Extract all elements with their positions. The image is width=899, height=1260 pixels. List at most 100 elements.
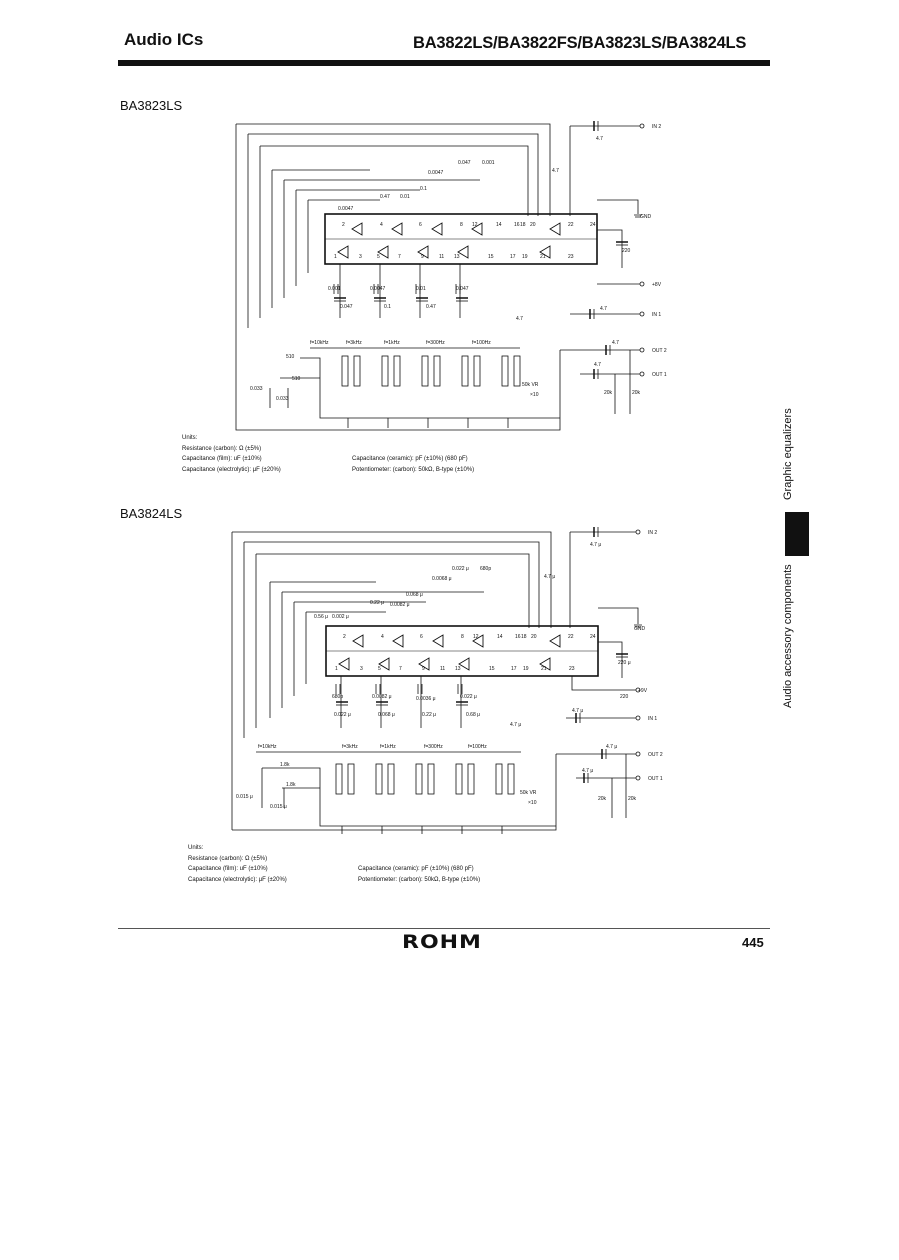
svg-text:18: 18: [520, 222, 526, 228]
units-notes-ba3823ls: Units: Resistance (carbon): Ω (±5%) Capa…: [182, 433, 474, 475]
label-c-b1: 680p: [332, 694, 343, 700]
label-c-b5: 0.022 μ: [334, 712, 351, 718]
label-c-in1: 4.7 μ: [572, 708, 583, 714]
label-r1: 1.8k: [280, 762, 290, 768]
units-capacitance-electrolytic: Capacitance (electrolytic): μF (±20%): [182, 466, 281, 473]
label-c-b8: 0.68 μ: [466, 712, 480, 718]
label-vr-count: ×10: [528, 800, 537, 806]
side-label-audio-accessory: Audio accessory components: [782, 564, 794, 708]
label-r1: 510: [286, 354, 295, 360]
label-out1: OUT 1: [648, 776, 663, 782]
svg-text:16: 16: [514, 222, 520, 228]
side-label-graphic-equalizers: Graphic equalizers: [782, 408, 794, 500]
label-c-b2: 0.0082 μ: [372, 694, 392, 700]
svg-text:22: 22: [568, 634, 574, 640]
svg-text:22: 22: [568, 222, 574, 228]
svg-text:4: 4: [380, 222, 383, 228]
label-c-out1: 4.7: [594, 362, 601, 368]
section-title-ba3823ls: BA3823LS: [120, 98, 183, 113]
units-notes-ba3824ls: Units: Resistance (carbon): Ω (±5%) Capa…: [188, 843, 480, 885]
svg-text:20: 20: [531, 634, 537, 640]
svg-text:8: 8: [461, 634, 464, 640]
label-c-top3: 0.0047: [428, 170, 444, 176]
units-resistance: Resistance (carbon): Ω (±5%): [188, 855, 268, 862]
label-c-top2: 680p: [480, 566, 491, 572]
rohm-logo: ROHM: [402, 931, 482, 954]
label-c-b6: 0.068 μ: [378, 712, 395, 718]
svg-text:14: 14: [496, 222, 502, 228]
label-c-out2: 4.7: [612, 340, 619, 346]
svg-text:7: 7: [399, 666, 402, 672]
label-c-b8: 4.7: [516, 316, 523, 322]
label-c-top5: 0.22 μ: [370, 600, 384, 606]
units-capacitance-ceramic: Capacitance (ceramic): pF (±10%) (680 pF…: [358, 866, 474, 872]
label-c-l1: 0.015 μ: [236, 794, 253, 800]
svg-text:16: 16: [515, 634, 521, 640]
label-f4: f=300Hz: [424, 744, 443, 750]
svg-text:19: 19: [523, 666, 529, 672]
svg-text:1: 1: [334, 254, 337, 260]
svg-text:3: 3: [360, 666, 363, 672]
units-capacitance-ceramic: Capacitance (ceramic): pF (±10%) (680 pF…: [352, 456, 468, 462]
svg-text:6: 6: [419, 222, 422, 228]
label-c-out2: 4.7 μ: [606, 744, 617, 750]
label-c-b6: 0.1: [384, 304, 391, 310]
label-c-b1: 0.001: [328, 286, 341, 292]
svg-text:14: 14: [497, 634, 503, 640]
label-c-b5: 0.047: [340, 304, 353, 310]
svg-text:19: 19: [522, 254, 528, 260]
label-vr-count: ×10: [530, 392, 539, 398]
svg-text:23: 23: [568, 254, 574, 260]
svg-text:15: 15: [489, 666, 495, 672]
label-c-top4: 0.068 μ: [406, 592, 423, 598]
label-c-top1: 0.022 μ: [452, 566, 469, 572]
svg-text:24: 24: [590, 222, 596, 228]
svg-text:21: 21: [541, 666, 547, 672]
svg-text:11: 11: [440, 666, 445, 672]
footer-rule: [118, 928, 770, 929]
svg-text:1: 1: [335, 666, 338, 672]
label-c-top7: 0.56 μ: [314, 614, 328, 620]
label-vcc: +8V: [652, 282, 662, 288]
svg-text:24: 24: [590, 634, 596, 640]
svg-text:4: 4: [381, 634, 384, 640]
label-c-side: 4.7 μ: [544, 574, 555, 580]
units-heading: Units:: [182, 435, 198, 441]
header-rule: [118, 60, 770, 66]
svg-text:18: 18: [521, 634, 527, 640]
svg-text:12: 12: [472, 222, 478, 228]
label-c-top3: 0.0068 μ: [432, 576, 452, 582]
units-resistance: Resistance (carbon): Ω (±5%): [182, 445, 262, 452]
label-f5: f=100Hz: [468, 744, 487, 750]
label-in2: IN 2: [652, 124, 661, 130]
label-c-in2: 4.7 μ: [590, 542, 601, 548]
label-r-out1: 20k: [604, 390, 613, 396]
label-f1: f=10kHz: [258, 744, 277, 750]
label-f2: f=3kHz: [342, 744, 358, 750]
label-r-out2: 20k: [628, 796, 637, 802]
label-vr: 50k VR: [520, 790, 537, 796]
label-c-b7: 0.22 μ: [422, 712, 436, 718]
label-f3: f=1kHz: [380, 744, 396, 750]
label-c-top6: 0.0082 μ: [390, 602, 410, 608]
label-c-b3: 0.0036 μ: [416, 696, 436, 702]
svg-text:6: 6: [420, 634, 423, 640]
svg-text:15: 15: [488, 254, 494, 260]
label-c-top7: 0.0047: [338, 206, 354, 212]
label-in2: IN 2: [648, 530, 657, 536]
page-number: 445: [742, 935, 764, 950]
label-in1: IN 1: [648, 716, 657, 722]
label-c-220: 220: [622, 248, 631, 254]
svg-text:9: 9: [421, 254, 424, 260]
label-c-b4: 0.022 μ: [460, 694, 477, 700]
label-vr: 50k VR: [522, 382, 539, 388]
svg-text:11: 11: [439, 254, 444, 260]
units-capacitance-film: Capacitance (film): uF (±10%): [182, 456, 262, 462]
svg-text:5: 5: [378, 666, 381, 672]
label-vcc: +9V: [638, 688, 648, 694]
svg-text:13: 13: [454, 254, 460, 260]
svg-text:21: 21: [540, 254, 546, 260]
label-r2: 510: [292, 376, 301, 382]
